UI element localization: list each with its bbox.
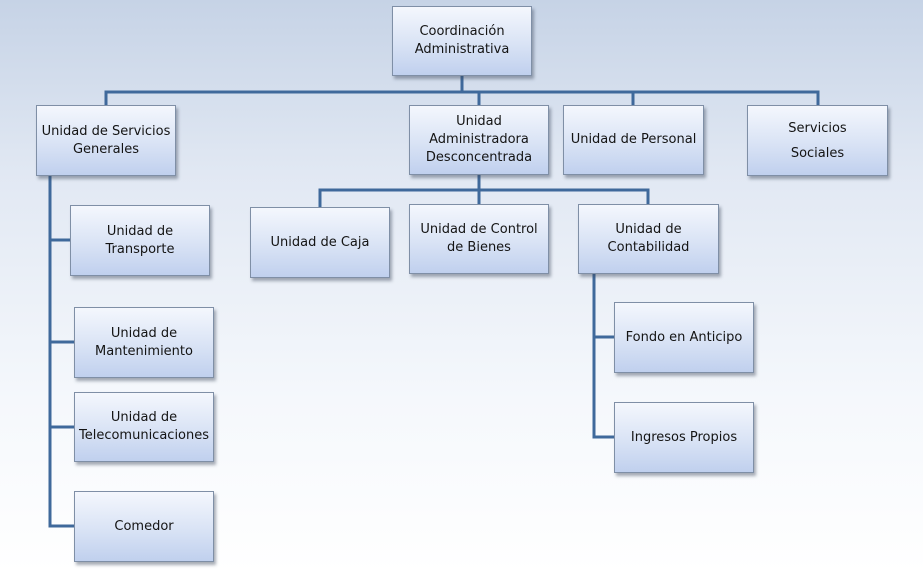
- node-unidad-de-contabilidad: Unidad de Contabilidad: [578, 204, 719, 274]
- node-unidad-servicios-generales: Unidad de Servicios Generales: [36, 105, 176, 176]
- node-unidad-control-de-bienes: Unidad de Control de Bienes: [409, 204, 549, 274]
- node-unidad-de-telecomunicaciones: Unidad de Telecomunicaciones: [74, 392, 214, 462]
- node-ingresos-propios: Ingresos Propios: [614, 402, 754, 473]
- node-unidad-de-caja: Unidad de Caja: [250, 207, 390, 278]
- node-coordinacion-administrativa: Coordinación Administrativa: [392, 6, 532, 76]
- node-servicios-sociales: Servicios Sociales: [747, 105, 888, 176]
- node-unidad-de-personal: Unidad de Personal: [563, 105, 704, 175]
- node-unidad-de-mantenimiento: Unidad de Mantenimiento: [74, 307, 214, 378]
- node-fondo-en-anticipo: Fondo en Anticipo: [614, 302, 754, 373]
- node-comedor: Comedor: [74, 491, 214, 562]
- node-unidad-administradora-desconcentrada: Unidad Administradora Desconcentrada: [409, 105, 549, 175]
- node-unidad-de-transporte: Unidad de Transporte: [70, 205, 210, 276]
